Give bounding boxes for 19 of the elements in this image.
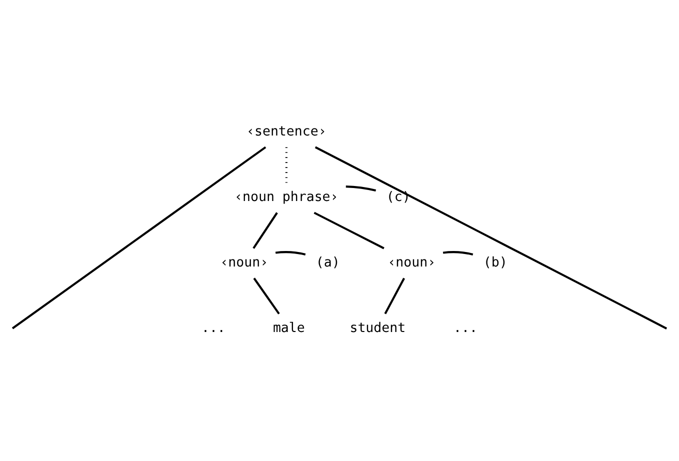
connector xyxy=(442,251,474,256)
node-text: (a) xyxy=(316,255,340,270)
node-text: ‹noun phrase› xyxy=(234,190,338,205)
connector xyxy=(314,146,668,330)
node-text: (b) xyxy=(483,255,508,270)
node-text: student xyxy=(350,320,406,336)
node-text: ‹sentence› xyxy=(246,124,326,140)
label: ... xyxy=(201,320,226,336)
connector xyxy=(253,278,280,314)
connector xyxy=(252,212,278,249)
connector xyxy=(346,186,376,192)
connector xyxy=(275,251,306,256)
connector xyxy=(314,212,384,250)
connector xyxy=(12,146,266,330)
node-text: ‹noun› xyxy=(388,255,436,270)
node-text: male xyxy=(272,320,305,336)
node-text: ‹noun› xyxy=(220,255,268,270)
label: ... xyxy=(454,320,478,336)
connector xyxy=(384,278,405,314)
